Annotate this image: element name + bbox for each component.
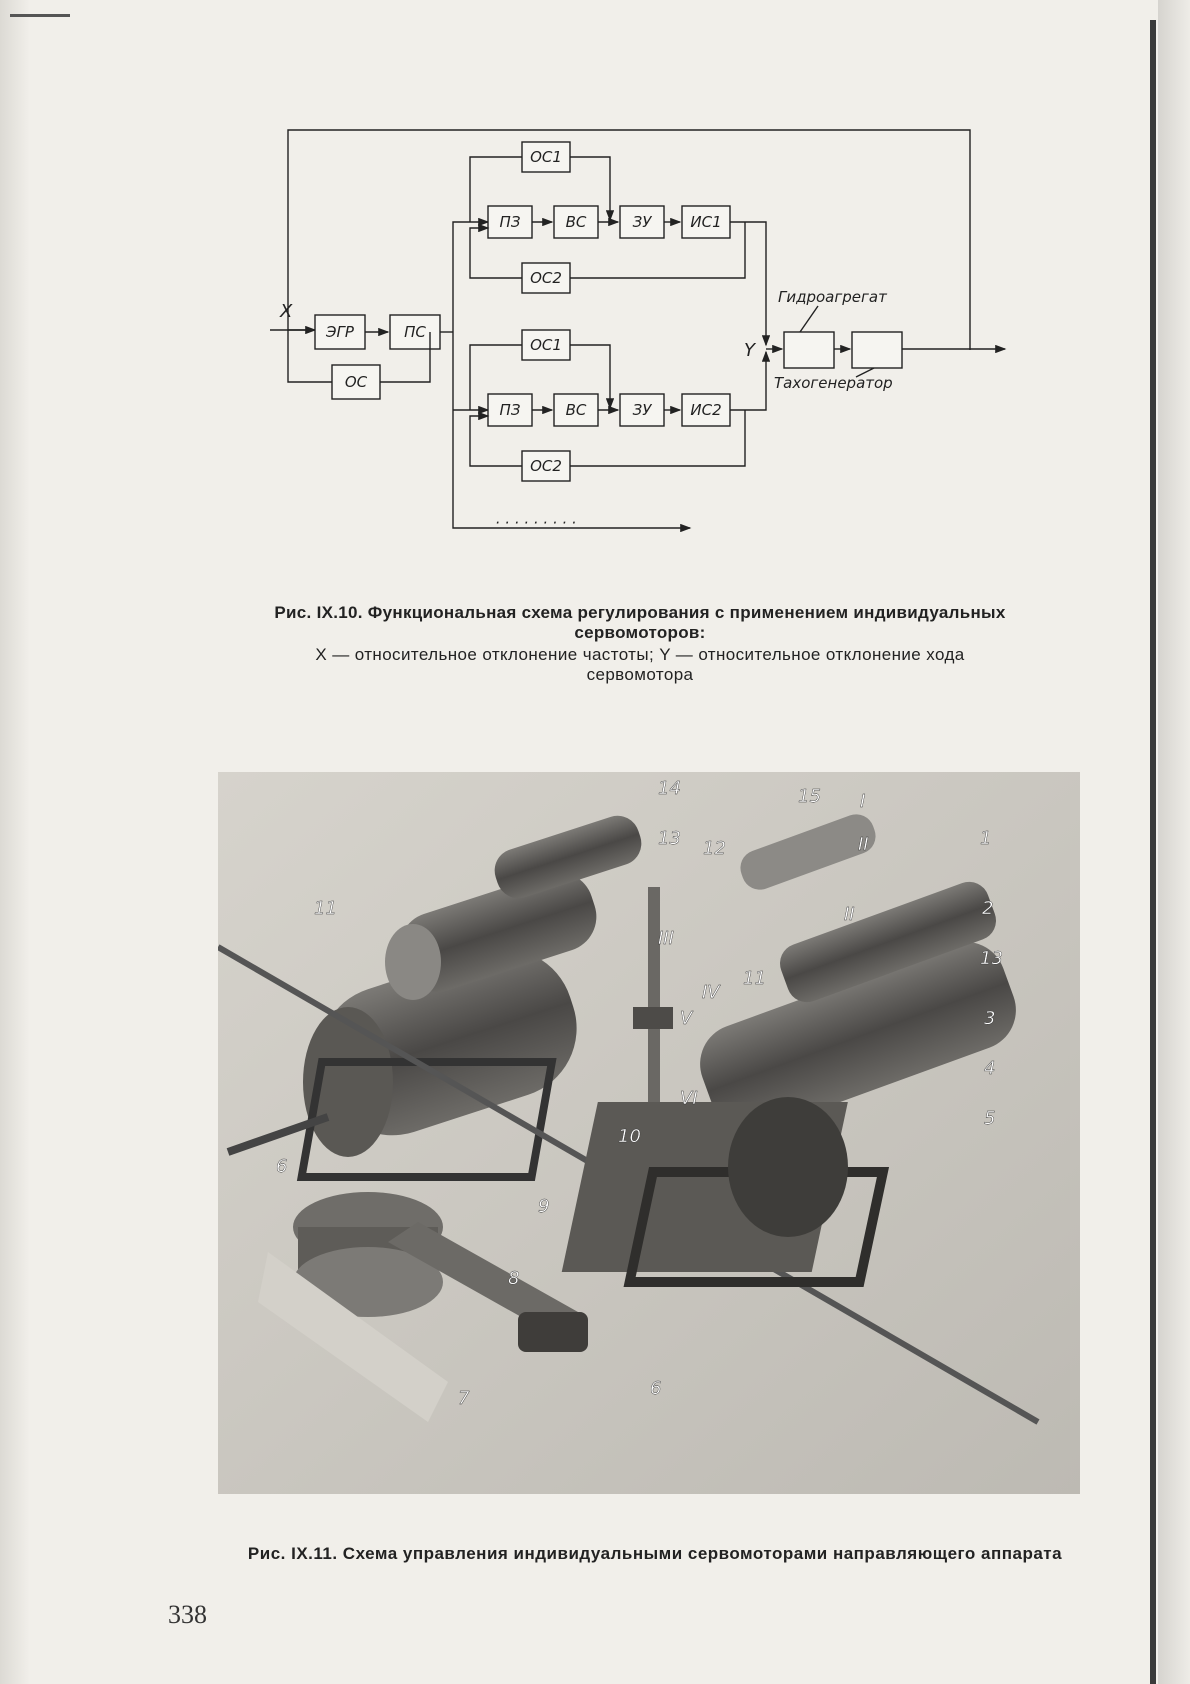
block-pz-top-label: ПЗ xyxy=(500,213,521,231)
page-left-shadow xyxy=(0,0,30,1684)
callout-13-right: 13 xyxy=(980,948,1003,969)
block-os2-top-label: ОС2 xyxy=(530,269,562,287)
callout-3: 3 xyxy=(984,1008,995,1029)
block-diagram: X ЭГР ПС ОС · · · · · · · · · ОС1 ПЗ ВС xyxy=(270,120,1010,580)
figure-2-caption-title: Рис. IX.11. Схема управления индивидуаль… xyxy=(220,1544,1090,1564)
page-number: 338 xyxy=(168,1600,207,1630)
figure-2-caption: Рис. IX.11. Схема управления индивидуаль… xyxy=(220,1544,1090,1564)
page-top-mark xyxy=(10,14,70,17)
callout-5: 5 xyxy=(984,1108,995,1129)
callout-7: 7 xyxy=(458,1388,470,1409)
callout-numbers: 14 13 15 I II II 1 2 13 3 4 5 12 11 11 I… xyxy=(218,772,1080,1494)
callout-roman-2-top: II xyxy=(858,834,869,855)
callout-4: 4 xyxy=(984,1058,995,1079)
callout-12: 12 xyxy=(703,838,726,859)
callout-roman-3: III xyxy=(658,928,674,949)
callout-6-left: 6 xyxy=(276,1156,287,1177)
callout-9: 9 xyxy=(538,1196,549,1217)
label-y: Y xyxy=(744,340,757,361)
block-os2-bot-label: ОС2 xyxy=(530,457,562,475)
figure-1-caption: Рис. IX.10. Функциональная схема регулир… xyxy=(270,603,1010,685)
block-os1-bot-label: ОС1 xyxy=(530,336,562,354)
block-vs-top-label: ВС xyxy=(566,213,587,231)
callout-13-top: 13 xyxy=(658,828,681,849)
figure-1-caption-description: X — относительное отклонение частоты; Y … xyxy=(270,645,1010,685)
block-is1-label: ИС1 xyxy=(690,213,721,231)
more-channels-dots: · · · · · · · · · xyxy=(495,514,576,532)
block-is2-label: ИС2 xyxy=(690,401,721,419)
block-zu-top-label: ЗУ xyxy=(633,213,653,231)
figure-1-caption-title: Рис. IX.10. Функциональная схема регулир… xyxy=(270,603,1010,643)
block-ps-label: ПС xyxy=(404,323,426,341)
block-egr-label: ЭГР xyxy=(325,323,355,341)
label-x: X xyxy=(279,301,293,322)
callout-2: 2 xyxy=(982,898,993,919)
page-right-shadow xyxy=(1158,0,1190,1684)
block-os-label: ОС xyxy=(345,373,368,391)
callout-10: 10 xyxy=(618,1126,641,1147)
callout-15: 15 xyxy=(798,786,821,807)
block-vs-bot-label: ВС xyxy=(566,401,587,419)
callout-roman-1: I xyxy=(860,791,865,812)
callout-1: 1 xyxy=(980,828,991,849)
callout-roman-2: II xyxy=(844,904,855,925)
label-tachogenerator: Тахогенератор xyxy=(774,374,893,392)
callout-roman-5: V xyxy=(680,1008,694,1029)
block-pz-bot-label: ПЗ xyxy=(500,401,521,419)
block-hydro-unit xyxy=(784,332,834,368)
block-tachogenerator xyxy=(852,332,902,368)
callout-roman-4: IV xyxy=(702,982,721,1003)
callout-8: 8 xyxy=(508,1268,519,1289)
block-os1-top-label: ОС1 xyxy=(530,148,562,166)
page-right-edge xyxy=(1150,20,1156,1684)
label-hydro-unit: Гидроагрегат xyxy=(778,288,888,306)
callout-6-bottom: 6 xyxy=(650,1378,661,1399)
callout-11-right: 11 xyxy=(743,968,766,989)
callout-roman-6: VI xyxy=(680,1088,698,1109)
block-zu-bot-label: ЗУ xyxy=(633,401,653,419)
callout-14: 14 xyxy=(658,778,681,799)
callout-11-left: 11 xyxy=(314,898,337,919)
mechanism-photo: 14 13 15 I II II 1 2 13 3 4 5 12 11 11 I… xyxy=(218,772,1080,1494)
